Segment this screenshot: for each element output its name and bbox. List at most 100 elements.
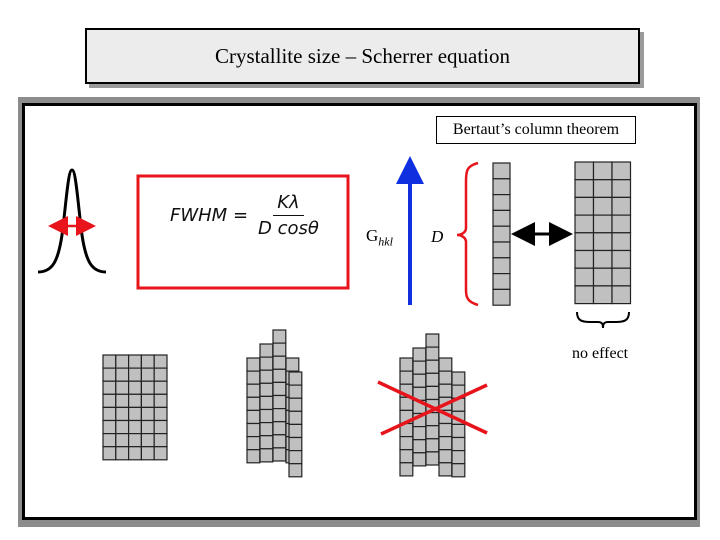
- formula-lhs: FWHM =: [170, 205, 249, 226]
- block-cell: [611, 214, 632, 234]
- block-cell: [574, 249, 595, 269]
- block-cell: [128, 419, 143, 435]
- column-cell: [399, 357, 414, 372]
- column-cell: [492, 162, 511, 180]
- block-cell: [102, 419, 117, 435]
- x-mark-icon: [377, 380, 488, 436]
- block-cell: [153, 354, 168, 369]
- page-title: Crystallite size – Scherrer equation: [214, 43, 511, 68]
- column-cell: [438, 449, 453, 464]
- column-cell: [451, 436, 466, 452]
- block-cell: [611, 267, 632, 287]
- block-cell: [574, 214, 595, 234]
- block-cell: [128, 433, 143, 448]
- column-cell: [246, 422, 261, 438]
- column-cell: [399, 370, 414, 385]
- column-cell: [259, 343, 274, 358]
- column-cell: [425, 359, 440, 374]
- block-cell: [140, 367, 155, 382]
- column-cell: [492, 194, 511, 212]
- block-cell: [140, 446, 155, 461]
- formula-numerator: Kλ: [273, 192, 304, 216]
- column-cell: [451, 423, 466, 439]
- formula-fraction: Kλ D cosθ: [254, 192, 323, 239]
- column-cell: [272, 381, 287, 397]
- column-cell: [288, 384, 303, 399]
- column-cell: [425, 438, 440, 453]
- block-cell: [115, 446, 130, 461]
- block-cell: [115, 433, 130, 448]
- column-cell: [272, 408, 287, 423]
- ghkl-sub: hkl: [378, 234, 393, 249]
- block-cell: [140, 380, 155, 395]
- d-label: D: [431, 227, 444, 246]
- column-cell: [492, 178, 511, 196]
- column-cell: [272, 434, 287, 449]
- block-cell: [592, 232, 613, 252]
- block-cell: [574, 196, 595, 216]
- block-cell: [574, 232, 595, 252]
- block-cell: [153, 433, 168, 448]
- block-cell: [102, 446, 117, 461]
- block-cell: [611, 179, 632, 198]
- block-cell: [102, 354, 117, 369]
- block-cell: [574, 179, 595, 198]
- block-cell: [153, 406, 168, 422]
- column-cell: [492, 241, 511, 259]
- column-cell: [272, 329, 287, 344]
- block-cell: [128, 393, 143, 408]
- block-cell: [611, 285, 632, 305]
- column-cell: [425, 346, 440, 361]
- block-cell: [592, 249, 613, 269]
- block-cell: [153, 380, 168, 395]
- column-cell: [492, 273, 511, 291]
- column-cell: [492, 288, 511, 306]
- block-cell: [115, 393, 130, 408]
- column-cell: [288, 371, 303, 386]
- column-cell: [412, 360, 427, 375]
- block-cell: [153, 446, 168, 461]
- formula-box: [136, 174, 350, 290]
- column-cell: [399, 436, 414, 451]
- underbrace-icon: [576, 311, 630, 329]
- block-cell: [592, 161, 613, 181]
- block-cell: [115, 406, 130, 422]
- block-cell: [611, 161, 632, 181]
- column-cell: [412, 426, 427, 441]
- block-cell: [592, 214, 613, 234]
- block-cell: [592, 285, 613, 305]
- column-cell: [438, 422, 453, 438]
- column-cell: [246, 396, 261, 411]
- column-cell: [438, 370, 453, 385]
- block-cell: [102, 406, 117, 422]
- column-cell: [272, 421, 287, 436]
- column-cell: [246, 357, 261, 372]
- block-cell: [140, 433, 155, 448]
- block-cell: [611, 232, 632, 252]
- column-cell: [246, 383, 261, 398]
- column-cell: [259, 435, 274, 450]
- column-cell: [259, 369, 274, 384]
- column-cell: [399, 449, 414, 464]
- formula-denominator: D cosθ: [258, 218, 319, 239]
- no-effect-label: no effect: [572, 345, 629, 362]
- block-cell: [140, 393, 155, 408]
- column-cell: [492, 209, 511, 227]
- block-cell: [153, 367, 168, 382]
- column-cell: [272, 355, 287, 370]
- column-cell: [451, 463, 466, 478]
- block-cell: [611, 196, 632, 216]
- column-cell: [288, 450, 303, 465]
- column-cell: [438, 383, 453, 398]
- column-cell: [425, 333, 440, 348]
- column-cell: [288, 423, 303, 439]
- column-cell: [246, 370, 261, 385]
- column-cell: [425, 425, 440, 440]
- column-cell: [259, 422, 274, 437]
- block-cell: [115, 367, 130, 382]
- column-cell: [451, 371, 466, 386]
- block-cell: [128, 446, 143, 461]
- gaussian-peak-icon: [37, 168, 107, 274]
- block-cell: [574, 161, 595, 181]
